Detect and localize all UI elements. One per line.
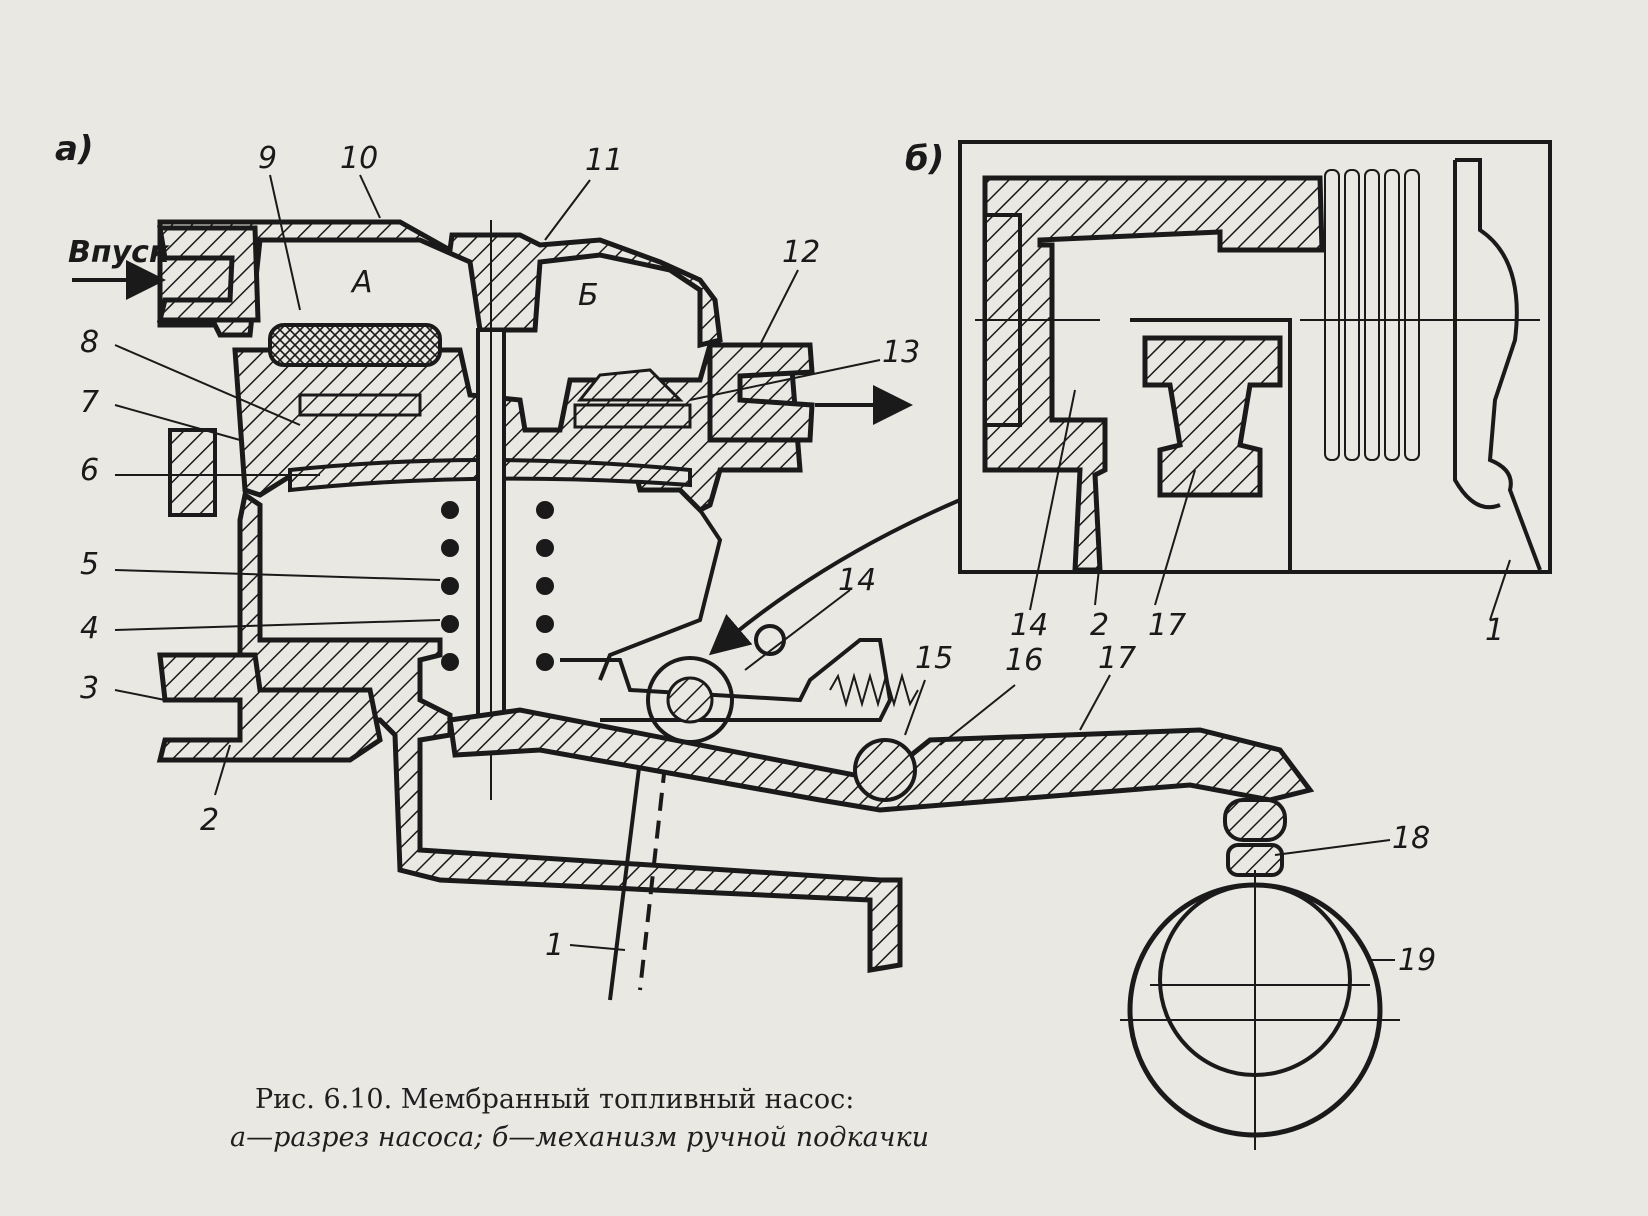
diaphragm-spring <box>441 501 554 671</box>
cam-shaft <box>666 676 714 724</box>
part-label-12: 12 <box>782 235 820 270</box>
caption-line-1: Рис. 6.10. Мембранный топливный насос: <box>255 1084 854 1115</box>
pump-section <box>72 219 1400 1150</box>
part-label-15: 15 <box>915 641 953 676</box>
mounting-bolt <box>168 428 217 517</box>
part-label-17-a: 17 <box>1098 641 1136 676</box>
priming-detail <box>958 140 1552 574</box>
part-label-17-b: 17 <box>1148 608 1186 643</box>
part-label-18: 18 <box>1392 821 1430 856</box>
chamber-b-label: Б <box>578 278 599 313</box>
part-label-4: 4 <box>80 611 99 646</box>
part-label-1-a: 1 <box>545 928 564 963</box>
panel-b-label: б) <box>905 139 944 179</box>
detail-frame <box>958 140 1552 574</box>
valve-a <box>268 323 442 367</box>
part-label-16: 16 <box>1005 643 1043 678</box>
part-label-7: 7 <box>80 385 99 420</box>
fuel-inlet-cup <box>156 652 383 763</box>
part-label-19: 19 <box>1398 943 1436 978</box>
panel-a-label: а) <box>55 129 93 169</box>
detail-spring <box>1324 169 1420 461</box>
detail-bore <box>1130 318 1292 570</box>
lever-axle <box>853 738 917 802</box>
caption-line-2: а—разрез насоса; б—механизм ручной подка… <box>230 1122 929 1153</box>
chamber-a-label: А <box>350 265 373 300</box>
part-label-2-a: 2 <box>200 803 219 838</box>
part-label-10: 10 <box>340 141 378 176</box>
part-label-1-b: 1 <box>1485 613 1504 648</box>
part-label-11: 11 <box>585 143 623 178</box>
part-label-14-a: 14 <box>838 563 876 598</box>
part-label-8: 8 <box>80 325 99 360</box>
lever-return-spring <box>829 672 919 708</box>
valve-seat-b <box>573 403 692 429</box>
lever-housing <box>560 638 893 722</box>
pusher <box>1223 798 1287 842</box>
part-label-14-b: 14 <box>1010 608 1048 643</box>
housing-right-wall <box>598 508 723 681</box>
inlet-fitting <box>156 225 261 323</box>
detail-lever-1 <box>1455 158 1542 571</box>
part-label-6: 6 <box>80 453 99 488</box>
detail-pointer <box>708 498 961 656</box>
part-label-3: 3 <box>80 671 99 706</box>
outlet-fitting <box>707 342 815 443</box>
valve-seat-a <box>298 393 422 417</box>
part-label-9: 9 <box>258 141 277 176</box>
inlet-label: Впуск <box>68 235 170 270</box>
valve-b <box>576 368 684 402</box>
part-label-5: 5 <box>80 547 99 582</box>
manual-lever-handle <box>608 759 642 1001</box>
part-label-2-b: 2 <box>1090 608 1109 643</box>
detail-cam <box>1142 335 1283 498</box>
part-label-13: 13 <box>882 335 920 370</box>
leader-lines <box>114 174 1511 961</box>
